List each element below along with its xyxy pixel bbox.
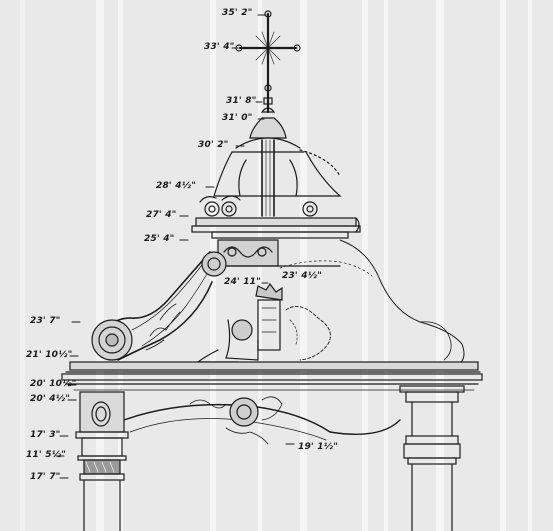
scroll-bracket	[91, 251, 227, 361]
dim-ornament-mid: 24' 11"	[224, 277, 262, 287]
entablature	[61, 361, 483, 391]
left-pier	[75, 391, 129, 531]
dim-architrave-bottom: 20' 4½"	[30, 394, 71, 404]
dim-cross-arms: 33' 4"	[204, 42, 235, 52]
dim-capital-top: 17' 3"	[30, 430, 61, 440]
lower-soffit	[123, 396, 401, 445]
figure-group	[196, 282, 331, 363]
dim-upper-scroll: 28' 4½"	[156, 181, 197, 191]
dim-architrave-top: 20' 10½"	[30, 379, 77, 389]
dim-entablature-top: 21' 10½"	[26, 350, 73, 360]
dimension-leaders	[55, 14, 295, 479]
upper-cornice	[191, 195, 361, 239]
dim-finial-base: 31' 0"	[222, 113, 253, 123]
dim-arch-springing: 19' 1½"	[298, 442, 339, 452]
dim-arch-crown: 23' 4½"	[282, 271, 323, 281]
dim-frieze-band: 25' 4"	[144, 234, 175, 244]
dim-cross-top: 35' 2"	[222, 8, 253, 18]
dim-capital-mid: 11' 5½"	[26, 450, 67, 460]
dim-dome-shoulder: 30' 2"	[198, 140, 229, 150]
dome	[213, 117, 342, 217]
arch-outline	[279, 239, 465, 367]
frieze	[217, 239, 341, 267]
dim-base-block: 17' 7"	[30, 472, 61, 482]
cross-finial	[235, 10, 301, 114]
dim-cornice-top: 27' 4"	[146, 210, 177, 220]
dim-volute-center: 23' 7"	[30, 316, 61, 326]
right-column	[399, 385, 465, 531]
dim-finial-top: 31' 8"	[226, 96, 257, 106]
